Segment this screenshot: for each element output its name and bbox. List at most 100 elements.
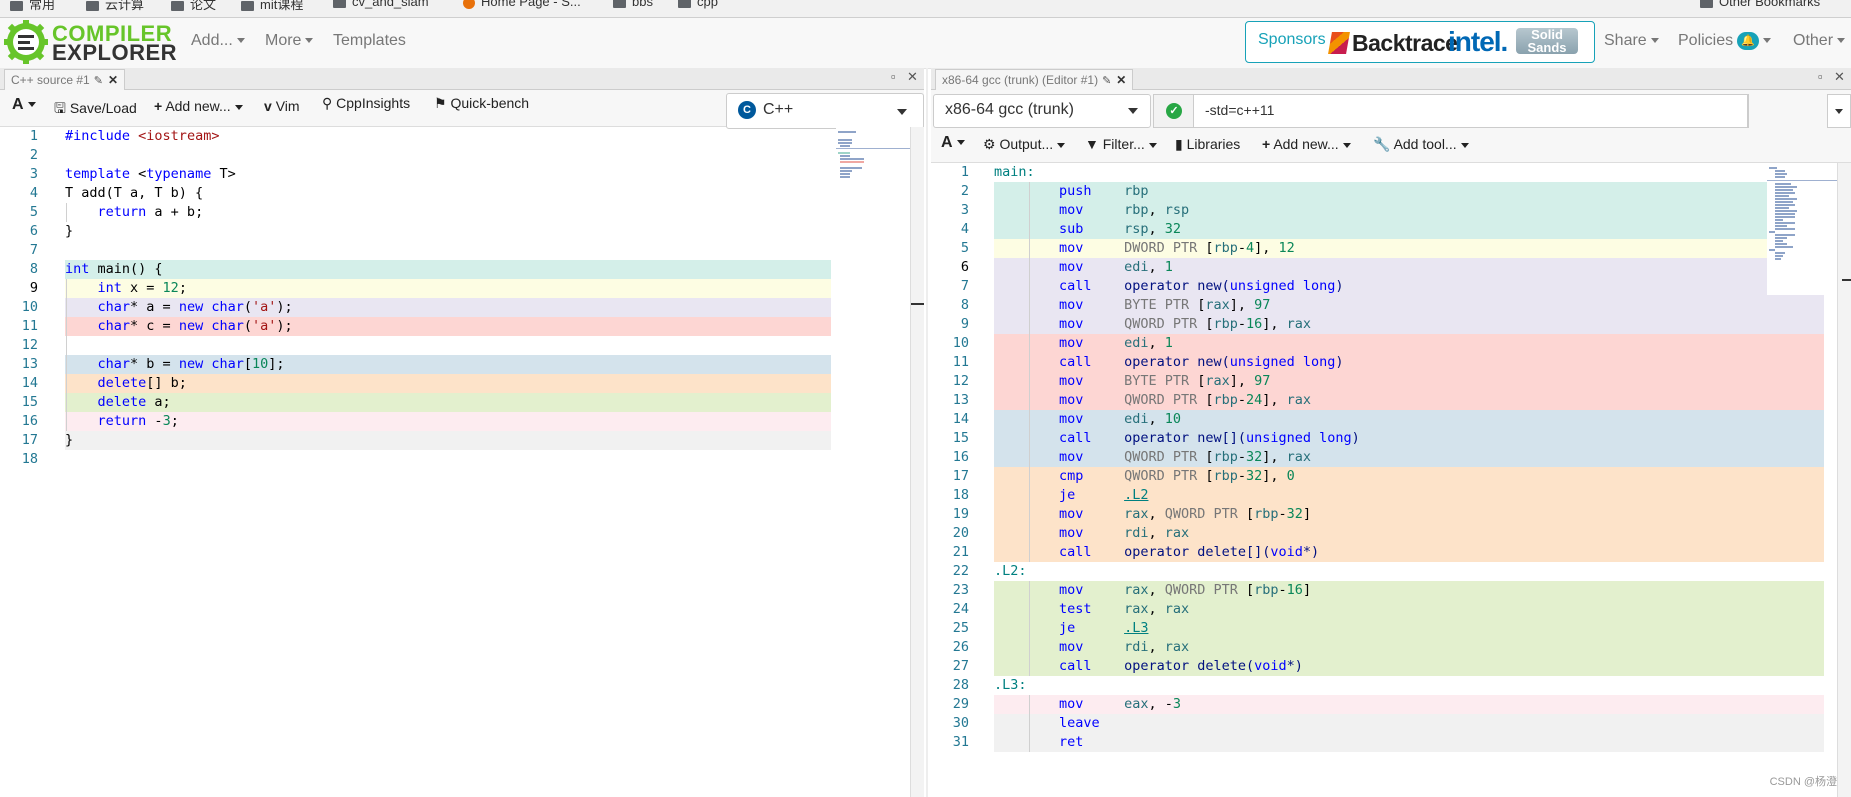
editor-tabstrip: C++ source #1✎✕ ▫ ✕ [0,68,924,90]
code-line: 28.L3: [931,676,1851,695]
line-source: cmp QWORD PTR [rbp-32], 0 [1059,468,1295,484]
bookmark-item[interactable]: cv_and_slam [333,0,429,9]
line-source: .L2: [994,563,1027,579]
code-line: 11 char* c = new char('a'); [0,317,924,336]
filter-button[interactable]: ▼ Filter... [1085,136,1157,152]
compile-status-button[interactable]: ✓ [1153,94,1195,128]
nav-add-menu[interactable]: Add... [191,32,245,50]
line-source: mov QWORD PTR [rbp-32], rax [1059,449,1312,465]
code-line: 11 call operator new(unsigned long) [931,353,1851,372]
cppinsights-button[interactable]: ⚲ CppInsights [322,95,410,112]
line-number: 7 [960,278,969,294]
close-icon[interactable]: ✕ [107,73,118,87]
line-highlight [994,638,1824,657]
code-line: 18 [0,450,924,469]
line-number: 21 [952,544,969,560]
line-number: 27 [952,658,969,674]
font-size-button[interactable]: A [12,96,36,114]
check-circle-icon: ✓ [1166,103,1182,119]
filter-icon: ▼ [1085,136,1099,152]
vim-button[interactable]: v Vim [264,98,300,114]
line-highlight [994,201,1824,220]
bookmark-item[interactable]: mit课程 [241,0,303,13]
nav-policies-menu[interactable]: Policies🔔 [1678,32,1772,50]
line-number: 4 [960,221,969,237]
pane-splitter[interactable] [926,68,928,797]
compiler-options-input[interactable]: -std=c++11 [1193,94,1749,128]
add-new-button[interactable]: + Add new... [154,98,243,114]
line-highlight [994,182,1824,201]
add-tool-button[interactable]: 🔧 Add tool... [1373,136,1469,153]
line-number: 16 [952,449,969,465]
caret-down-icon [305,38,314,44]
compiler-explorer-logo-icon[interactable] [4,20,48,64]
bookmark-item[interactable]: 常用 [10,0,55,13]
assembly-minimap[interactable] [1767,165,1837,295]
code-line: 24 test rax, rax [931,600,1851,619]
caret-down-icon [1342,142,1351,148]
line-number: 11 [21,318,38,334]
compiler-select[interactable]: x86-64 gcc (trunk) [933,94,1151,128]
maximize-icon[interactable]: ▫ [891,69,896,84]
folder-icon [86,0,99,11]
line-highlight [994,581,1824,600]
pencil-icon[interactable]: ✎ [1102,75,1112,87]
caret-down-icon [1835,109,1843,114]
line-source: mov rax, QWORD PTR [rbp-32] [1059,506,1312,522]
logo-text[interactable]: COMPILER EXPLORER [52,23,177,64]
pencil-icon[interactable]: ✎ [93,75,103,87]
compiler-tab[interactable]: x86-64 gcc (trunk) (Editor #1)✎✕ [935,69,1134,90]
close-pane-icon[interactable]: ✕ [907,69,918,84]
language-select[interactable]: C C++ [726,93,924,129]
nav-other-menu[interactable]: Other [1793,32,1846,50]
nav-more-menu[interactable]: More [265,32,314,50]
close-icon[interactable]: ✕ [1116,73,1127,87]
quickbench-icon: ⚑ [434,95,447,111]
bookmark-item[interactable]: cpp [678,0,718,9]
maximize-icon[interactable]: ▫ [1818,69,1823,84]
code-line: 26 mov rdi, rax [931,638,1851,657]
editor-tab[interactable]: C++ source #1✎✕ [4,69,125,90]
save-load-button[interactable]: 🖫 Save/Load [54,98,137,122]
code-line: 7 [0,241,924,260]
line-number: 6 [29,223,38,239]
sponsors-box[interactable]: Sponsors Backtrace intel. Solid Sands [1245,21,1595,63]
line-highlight [65,393,831,412]
line-number: 22 [952,563,969,579]
sponsor-solid-sands[interactable]: Solid Sands [1516,28,1578,54]
bookmark-item[interactable]: Home Page - S... [463,0,581,9]
output-button[interactable]: ⚙ Output... [983,136,1066,153]
compiler-pane: x86-64 gcc (trunk) (Editor #1)✎✕ ▫ ✕ x86… [931,68,1851,797]
sponsor-backtrace[interactable]: Backtrace [1328,30,1458,57]
nav-share-menu[interactable]: Share [1604,32,1659,50]
font-size-button[interactable]: A [941,134,965,152]
close-pane-icon[interactable]: ✕ [1834,69,1845,84]
line-highlight [65,317,831,336]
bookmark-item[interactable]: Other Bookmarks [1700,0,1820,9]
line-source: call operator new(unsigned long) [1059,354,1344,370]
editor-scrollbar[interactable] [910,127,924,797]
bookmark-item[interactable]: bbs [613,0,653,9]
options-dropdown-button[interactable] [1827,94,1851,128]
line-number: 13 [21,356,38,372]
line-number: 18 [952,487,969,503]
folder-icon [10,0,23,11]
compiler-toolbar: A ⚙ Output... ▼ Filter... ▮ Libraries + … [931,130,1851,163]
line-source: } [65,432,74,448]
bookmark-item[interactable]: 云计算 [86,0,144,13]
nav-templates[interactable]: Templates [333,32,406,50]
quickbench-button[interactable]: ⚑ Quick-bench [434,95,529,112]
bookmark-item[interactable]: 论文 [171,0,216,13]
editor-minimap[interactable] [836,128,912,188]
cpp-logo-icon: C [738,101,756,119]
sponsor-intel[interactable]: intel. [1448,26,1508,57]
code-line: 2 push rbp [931,182,1851,201]
assembly-scrollbar[interactable] [1837,163,1851,797]
libraries-button[interactable]: ▮ Libraries [1175,136,1240,153]
caret-down-icon [1763,38,1772,44]
vim-label: Vim [275,98,300,114]
add-new-button[interactable]: + Add new... [1262,136,1351,152]
line-source: call operator new[](unsigned long) [1059,430,1360,446]
